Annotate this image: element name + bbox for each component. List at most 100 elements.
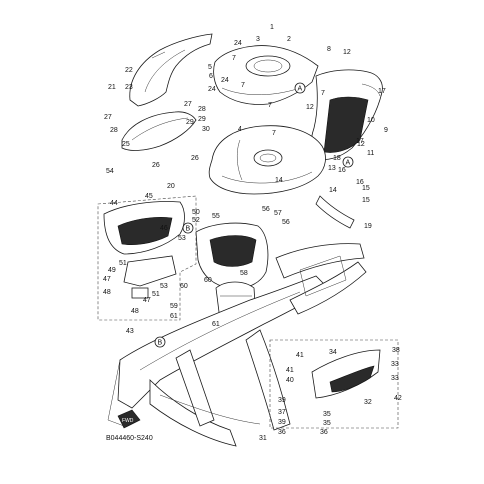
callout: 39 <box>278 419 286 426</box>
callout: 11 <box>367 150 374 157</box>
callout: 5 <box>208 64 212 71</box>
callout: 19 <box>364 223 372 230</box>
fuel-tank <box>208 125 326 195</box>
callout: 15 <box>362 197 370 204</box>
callout: 17 <box>378 88 386 95</box>
ref-marker-b-1: B <box>182 222 194 234</box>
callout: 30 <box>202 126 210 133</box>
callout: 7 <box>241 82 245 89</box>
callout: 61 <box>170 313 178 320</box>
ref-marker-a-1: A <box>294 82 306 94</box>
callout: 50 <box>192 209 200 216</box>
callout: 8 <box>327 46 331 53</box>
callout: 7 <box>272 130 276 137</box>
callout: 51 <box>119 260 127 267</box>
callout: 27 <box>104 114 112 121</box>
callout: 2 <box>287 36 291 43</box>
callout: 14 <box>275 177 283 184</box>
ref-marker-a-2: A <box>342 156 354 168</box>
rear-subframe <box>275 243 367 315</box>
main-frame <box>107 275 331 447</box>
callout: 58 <box>240 270 248 277</box>
svg-text:A: A <box>298 86 303 93</box>
callout: 21 <box>108 84 116 91</box>
callout: 52 <box>192 217 200 224</box>
callout: 33 <box>391 375 399 382</box>
callout: 24 <box>234 40 242 47</box>
callout: 49 <box>108 267 116 274</box>
cover-right-lower <box>311 349 381 399</box>
tank-top-cover <box>213 45 319 105</box>
side-cover-upper-left <box>129 33 213 107</box>
side-panel-right <box>310 69 383 160</box>
callout: 37 <box>278 409 286 416</box>
callout: 10 <box>367 117 375 124</box>
callout: 56 <box>262 206 270 213</box>
callout: 3 <box>256 36 260 43</box>
callout: 27 <box>184 101 192 108</box>
callout: 44 <box>110 200 118 207</box>
callout: 26 <box>152 162 160 169</box>
callout: 12 <box>343 49 351 56</box>
callout: 16 <box>338 167 346 174</box>
callout: 17 <box>356 138 364 145</box>
callout: 29 <box>186 119 194 126</box>
callout: 13 <box>328 165 336 172</box>
callout: 56 <box>282 219 290 226</box>
callout: 6 <box>209 73 213 80</box>
callout: 28 <box>110 127 118 134</box>
callout: 41 <box>286 367 294 374</box>
callout: 12 <box>306 104 314 111</box>
callout: 25 <box>122 141 130 148</box>
svg-text:B: B <box>186 226 191 233</box>
callout: 23 <box>125 84 133 91</box>
fwd-arrow: FWD <box>117 409 141 429</box>
svg-text:FWD: FWD <box>122 418 134 424</box>
callout: 26 <box>191 155 199 162</box>
callout: 48 <box>103 289 111 296</box>
callout: 53 <box>178 235 186 242</box>
ref-marker-b-2: B <box>154 336 166 348</box>
detail-box-right <box>269 339 399 429</box>
svg-text:B: B <box>158 340 163 347</box>
callout: 53 <box>160 283 168 290</box>
callout: 24 <box>221 77 229 84</box>
frame-cover-left <box>103 201 185 255</box>
callout: 24 <box>208 86 216 93</box>
callout: 31 <box>259 435 267 442</box>
callout: 36 <box>278 429 286 436</box>
callout: 45 <box>145 193 153 200</box>
callout: 43 <box>126 328 134 335</box>
callout: 18 <box>333 155 341 162</box>
callout: 33 <box>391 361 399 368</box>
callout: 51 <box>152 291 160 298</box>
callout: 7 <box>268 102 272 109</box>
callout: 41 <box>296 352 304 359</box>
callout: 54 <box>106 168 114 175</box>
callout: 7 <box>232 55 236 62</box>
callout: 60 <box>180 283 188 290</box>
callout: 36 <box>320 429 328 436</box>
callout: 60 <box>204 277 212 284</box>
callout: 29 <box>198 116 206 123</box>
callout: 57 <box>274 210 282 217</box>
callout: 4 <box>238 126 242 133</box>
callout: 46 <box>160 225 168 232</box>
callout: 47 <box>103 276 111 283</box>
callout-labels: 1 2 3 4 5 6 7 7 7 7 7 8 9 10 11 12 12 12… <box>103 24 402 442</box>
callout: 61 <box>212 321 220 328</box>
callout: 42 <box>394 395 402 402</box>
callout: 16 <box>356 179 364 186</box>
callout: 38 <box>392 347 400 354</box>
callout: 34 <box>329 349 337 356</box>
callout: 22 <box>125 67 133 74</box>
callout: 28 <box>198 106 206 113</box>
callout: 59 <box>170 303 178 310</box>
callout: 40 <box>286 377 294 384</box>
svg-text:A: A <box>346 160 351 167</box>
callout: 35 <box>323 411 331 418</box>
callout: 35 <box>323 420 331 427</box>
tank-bracket-right <box>315 195 355 229</box>
callout: 48 <box>131 308 139 315</box>
